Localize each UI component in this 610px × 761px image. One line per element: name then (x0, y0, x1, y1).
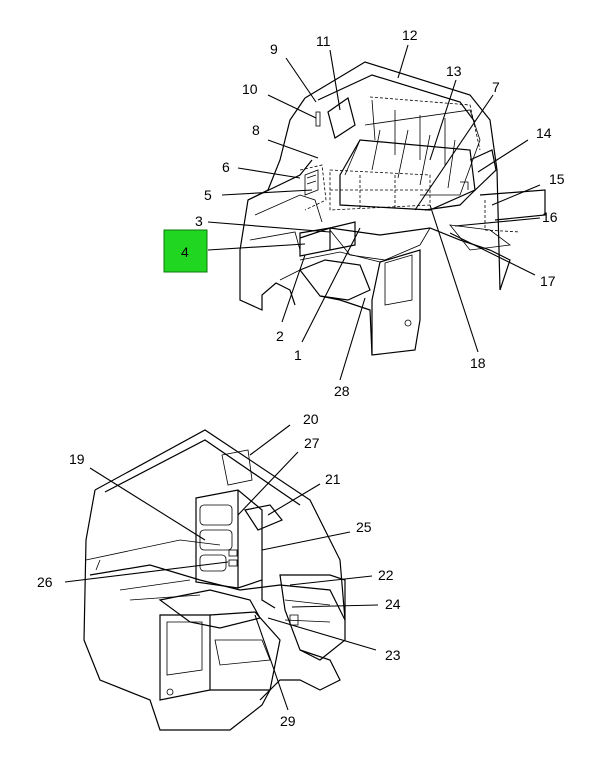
callout-11[interactable]: 11 (316, 33, 331, 49)
callout-23[interactable]: 23 (385, 647, 401, 663)
top-leader-lines (207, 44, 541, 381)
callout-4-highlight-box[interactable] (163, 229, 208, 273)
callout-29[interactable]: 29 (280, 713, 296, 729)
top-callout-labels: 1 2 3 4 5 6 7 8 9 10 11 12 13 14 15 16 1… (181, 27, 565, 399)
callout-25[interactable]: 25 (356, 519, 372, 535)
callout-26[interactable]: 26 (37, 574, 53, 590)
callout-14[interactable]: 14 (536, 125, 552, 141)
callout-3[interactable]: 3 (195, 213, 203, 229)
callout-13[interactable]: 13 (446, 63, 462, 79)
callout-16[interactable]: 16 (542, 209, 558, 225)
bottom-callout-labels: 19 20 21 22 23 24 25 26 27 29 (37, 411, 401, 729)
callout-20[interactable]: 20 (303, 411, 319, 427)
callout-28[interactable]: 28 (334, 383, 350, 399)
callout-17[interactable]: 17 (540, 273, 556, 289)
bottom-cab-illustration (83, 429, 346, 731)
callout-2[interactable]: 2 (276, 328, 284, 344)
callout-6[interactable]: 6 (222, 159, 230, 175)
callout-27[interactable]: 27 (304, 435, 320, 451)
callout-15[interactable]: 15 (549, 171, 565, 187)
callout-12[interactable]: 12 (402, 27, 418, 43)
top-cab-illustration (239, 61, 546, 356)
callout-1[interactable]: 1 (294, 347, 302, 363)
callout-18[interactable]: 18 (470, 355, 486, 371)
callout-19[interactable]: 19 (69, 451, 85, 467)
callout-7[interactable]: 7 (492, 79, 500, 95)
callout-5[interactable]: 5 (204, 187, 212, 203)
callout-9[interactable]: 9 (270, 41, 278, 57)
callout-22[interactable]: 22 (378, 567, 394, 583)
callout-10[interactable]: 10 (242, 81, 258, 97)
callout-4[interactable]: 4 (181, 244, 189, 260)
callout-24[interactable]: 24 (385, 596, 401, 612)
bottom-leader-lines (64, 424, 379, 711)
callout-21[interactable]: 21 (325, 471, 341, 487)
callout-8[interactable]: 8 (252, 122, 260, 138)
